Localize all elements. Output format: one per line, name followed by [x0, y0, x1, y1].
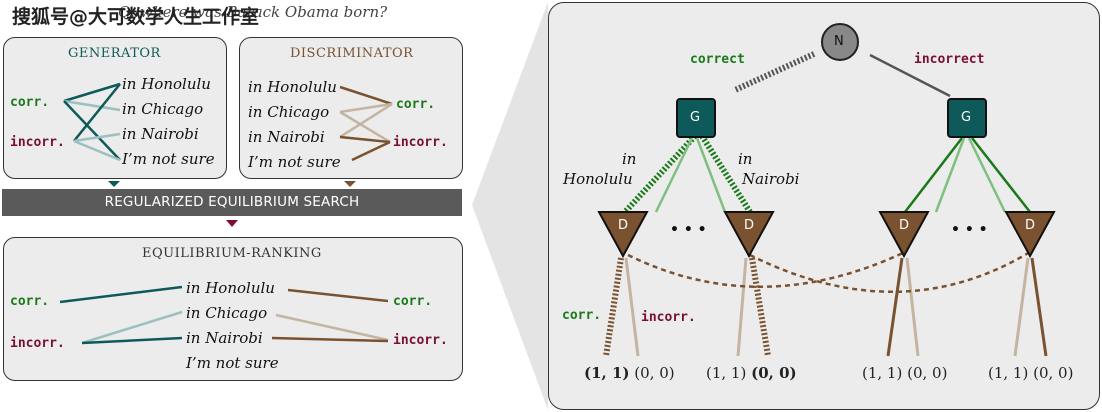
ranking-left-incorr: incorr.: [10, 336, 65, 351]
discriminator-title: DISCRIMINATOR: [290, 46, 414, 61]
payoff-1: (1, 1) (0, 0): [584, 364, 675, 382]
game-tree-panel: [548, 2, 1100, 410]
edge-nairobi-label: Nairobi: [742, 170, 800, 188]
ranking-answer-honolulu: in Honolulu: [186, 279, 275, 297]
d-node-2-label: D: [744, 218, 755, 233]
ranking-answer-notsure: I’m not sure: [186, 354, 279, 372]
edge-incorrect: [869, 53, 951, 98]
ranking-right-incorr: incorr.: [393, 333, 448, 348]
equilibrium-search-bar: REGULARIZED EQUILIBRIUM SEARCH: [2, 189, 462, 216]
edge-in-label-right: in: [738, 150, 753, 168]
infoset-arc-1: [627, 250, 906, 288]
generator-edges: [63, 82, 121, 162]
generator-answer-nairobi: in Nairobi: [122, 125, 199, 143]
payoff-4: (1, 1) (0, 0): [988, 364, 1074, 382]
ellipsis-left: • • •: [670, 222, 707, 238]
root-node: [821, 23, 859, 61]
generator-answer-notsure: I’m not sure: [122, 150, 215, 168]
edge-in-label-left: in: [622, 150, 637, 168]
zoom-wedge: [472, 2, 548, 410]
payoff-2: (1, 1) (0, 0): [706, 364, 797, 382]
generator-arrow: [108, 181, 120, 187]
g-node-right: [947, 98, 987, 138]
ranking-panel: [3, 237, 463, 381]
d-node-3-label: D: [899, 218, 910, 233]
root-node-label: N: [834, 34, 844, 49]
d-node-1-label: D: [618, 218, 629, 233]
g-node-left-label: G: [690, 110, 701, 125]
edge-corr-label: corr.: [562, 308, 602, 323]
d-node-4-label: D: [1025, 218, 1036, 233]
discriminator-answer-notsure: I’m not sure: [248, 153, 341, 171]
discriminator-corr-label: corr.: [396, 97, 436, 112]
ranking-right-corr: corr.: [393, 294, 433, 309]
question-text: Q: where was Barack Obama born?: [118, 3, 388, 21]
infoset-arc-2: [749, 250, 1031, 293]
ranking-left-corr: corr.: [10, 294, 50, 309]
generator-corr-label: corr.: [10, 95, 50, 110]
payoff-3: (1, 1) (0, 0): [862, 364, 948, 382]
ellipsis-right: • • •: [951, 222, 988, 238]
ranking-arrow: [226, 220, 238, 227]
ranking-answer-chicago: in Chicago: [186, 304, 268, 322]
discriminator-arrow: [344, 181, 356, 187]
branch-correct-label: correct: [690, 52, 745, 67]
ranking-answer-nairobi: in Nairobi: [186, 329, 263, 347]
edge-correct: [733, 51, 816, 93]
generator-incorr-label: incorr.: [10, 135, 65, 150]
discriminator-edges: [339, 85, 393, 162]
d-node-1: [597, 211, 649, 259]
d-node-4: [1004, 211, 1056, 259]
g-node-right-label: G: [961, 110, 972, 125]
discriminator-answer-chicago: in Chicago: [248, 103, 330, 121]
d-node-3: [878, 211, 930, 259]
discriminator-incorr-label: incorr.: [393, 135, 448, 150]
watermark-text: 搜狐号@大可数学人生工作室: [12, 6, 260, 28]
generator-title: GENERATOR: [68, 46, 161, 61]
g-node-left: [676, 98, 716, 138]
branch-incorrect-label: incorrect: [914, 52, 985, 67]
ranking-title: EQUILIBRIUM-RANKING: [142, 246, 322, 261]
edge-incorr-label: incorr.: [641, 310, 696, 325]
discriminator-panel: [239, 37, 463, 179]
d-node-2: [723, 211, 775, 259]
generator-answer-honolulu: in Honolulu: [122, 75, 211, 93]
edge-honolulu-label: Honolulu: [563, 170, 633, 188]
generator-answer-chicago: in Chicago: [122, 100, 204, 118]
ranking-edges: [59, 285, 389, 345]
discriminator-answer-nairobi: in Nairobi: [248, 128, 325, 146]
discriminator-answer-honolulu: in Honolulu: [248, 78, 337, 96]
